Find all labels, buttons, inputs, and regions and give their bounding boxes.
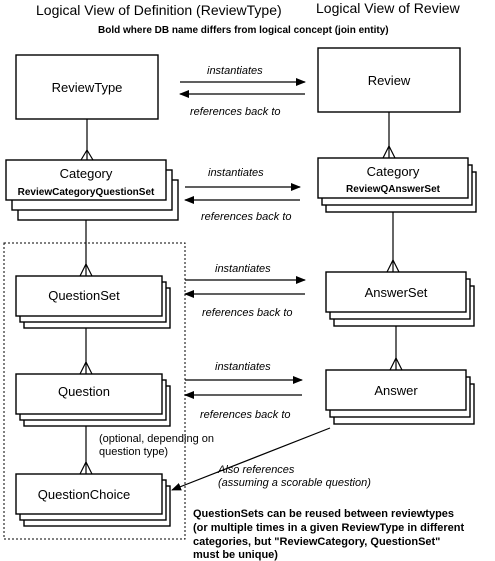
relation-instantiates-3: instantiates — [215, 263, 271, 275]
entity-questionset-label: QuestionSet — [48, 288, 120, 303]
entity-questionchoice: QuestionChoice — [15, 473, 171, 527]
relation-references-back-2: references back to — [201, 211, 292, 223]
entity-answerset: AnswerSet — [325, 271, 475, 327]
note-reuse-line3: categories, but "ReviewCategory, Questio… — [193, 536, 440, 548]
relation-instantiates-1: instantiates — [207, 65, 263, 77]
right-column-title: Logical View of Review — [316, 0, 461, 16]
relation-references-back-3: references back to — [202, 307, 293, 319]
relation-instantiates-2: instantiates — [208, 167, 264, 179]
note-also-references-line1: Also references — [217, 464, 295, 476]
relation-references-back-1: references back to — [190, 106, 281, 118]
relation-references-back-4: references back to — [200, 409, 291, 421]
entity-answer: Answer — [325, 369, 475, 425]
note-reuse-line2: (or multiple times in a given ReviewType… — [193, 522, 465, 534]
relation-instantiates-4: instantiates — [215, 361, 271, 373]
note-optional-line2: question type) — [99, 446, 168, 458]
note-optional-line1: (optional, depending on — [99, 433, 214, 445]
entity-category-definition-dbname: ReviewCategoryQuestionSet — [18, 187, 155, 198]
entity-question-label: Question — [58, 384, 110, 399]
note-also-references-line2: (assuming a scorable question) — [218, 477, 371, 489]
entity-questionchoice-label: QuestionChoice — [38, 487, 131, 502]
note-reuse-line4: must be unique) — [193, 549, 278, 561]
entity-answerset-label: AnswerSet — [365, 285, 428, 300]
note-reuse-line1: QuestionSets can be reused between revie… — [193, 508, 454, 520]
entity-answer-label: Answer — [374, 383, 418, 398]
right-hierarchy-connectors — [382, 112, 403, 371]
left-hierarchy-connectors — [79, 119, 94, 475]
entity-category-review: Category ReviewQAnswerSet — [317, 157, 477, 213]
entity-review-box — [317, 47, 461, 113]
entity-question: Question — [15, 373, 171, 427]
entity-category-definition-label: Category — [60, 166, 113, 181]
left-column-title: Logical View of Definition (ReviewType) — [36, 2, 282, 18]
entity-category-review-dbname: ReviewQAnswerSet — [346, 184, 441, 195]
arrow-also-references — [171, 427, 331, 491]
entity-review-label: Review — [368, 73, 411, 88]
diagram-subtitle: Bold where DB name differs from logical … — [98, 25, 389, 36]
entity-questionset: QuestionSet — [15, 275, 171, 329]
entity-reviewtype-label: ReviewType — [52, 80, 123, 95]
entity-reviewtype-box — [15, 54, 159, 120]
entity-category-definition: Category ReviewCategoryQuestionSet — [5, 159, 179, 221]
entity-category-review-label: Category — [367, 164, 420, 179]
